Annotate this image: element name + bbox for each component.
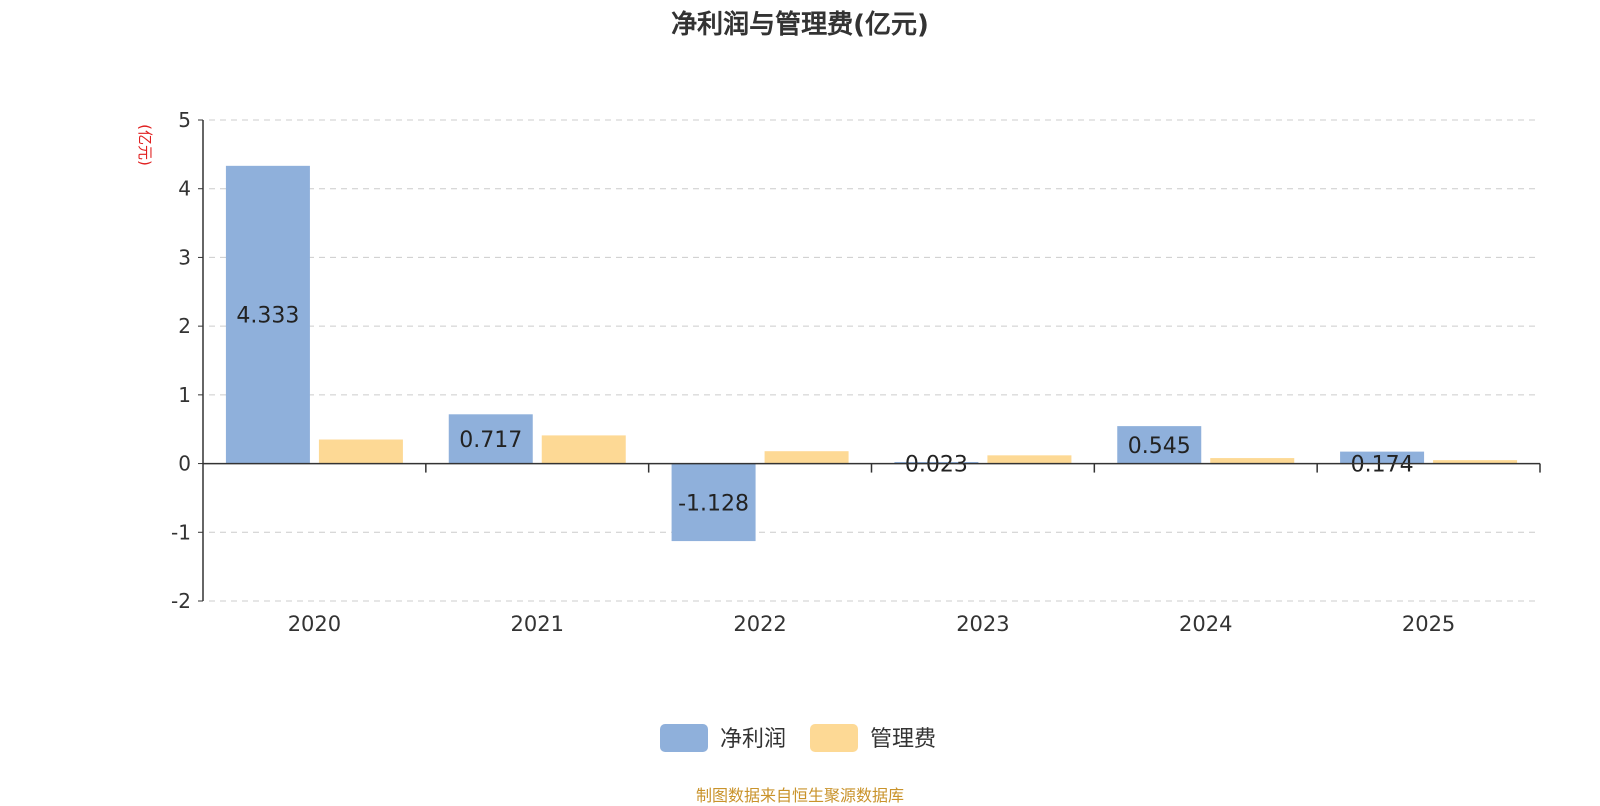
y-tick-label: 0 bbox=[178, 452, 191, 476]
chart-title: 净利润与管理费(亿元) bbox=[671, 10, 929, 40]
y-tick-label: 3 bbox=[178, 245, 191, 269]
data-label-net-profit: 0.023 bbox=[905, 453, 968, 478]
x-tick-label: 2023 bbox=[956, 612, 1009, 636]
legend-swatch-net-profit bbox=[660, 724, 708, 752]
y-tick-label: 2 bbox=[178, 314, 191, 338]
x-tick-label: 2024 bbox=[1179, 612, 1232, 636]
x-tick-label: 2025 bbox=[1402, 612, 1455, 636]
data-label-net-profit: 0.717 bbox=[459, 428, 522, 453]
data-label-net-profit: 0.174 bbox=[1351, 453, 1414, 478]
y-axis-unit-label: (亿元) bbox=[136, 124, 154, 166]
bar-net-profit bbox=[671, 463, 756, 542]
source-note: 制图数据来自恒生聚源数据库 bbox=[695, 786, 904, 805]
data-label-net-profit: -1.128 bbox=[678, 491, 749, 516]
y-tick-label: 1 bbox=[178, 383, 191, 407]
y-tick-label: 5 bbox=[178, 108, 191, 132]
legend-label-management-fee: 管理费 bbox=[870, 727, 936, 752]
data-label-net-profit: 0.545 bbox=[1128, 434, 1191, 459]
bar-net-profit bbox=[894, 461, 979, 464]
bar-net-profit bbox=[225, 165, 310, 464]
bar-management-fee bbox=[1210, 458, 1295, 464]
x-tick-label: 2020 bbox=[288, 612, 341, 636]
y-tick-label: 4 bbox=[178, 177, 191, 201]
bar-management-fee bbox=[764, 451, 849, 464]
bar-net-profit bbox=[1340, 451, 1425, 464]
data-label-net-profit: 4.333 bbox=[236, 304, 299, 329]
bar-management-fee bbox=[318, 439, 403, 464]
y-tick-label: -1 bbox=[171, 520, 191, 544]
bar-net-profit bbox=[448, 414, 533, 464]
bar-net-profit bbox=[1117, 426, 1202, 464]
legend-label-net-profit: 净利润 bbox=[720, 727, 786, 752]
x-tick-label: 2021 bbox=[511, 612, 564, 636]
bar-management-fee bbox=[987, 455, 1072, 464]
x-tick-label: 2022 bbox=[733, 612, 786, 636]
bar-management-fee bbox=[541, 435, 626, 464]
bar-management-fee bbox=[1433, 460, 1518, 464]
legend-swatch-management-fee bbox=[810, 724, 858, 752]
y-tick-label: -2 bbox=[171, 589, 191, 613]
